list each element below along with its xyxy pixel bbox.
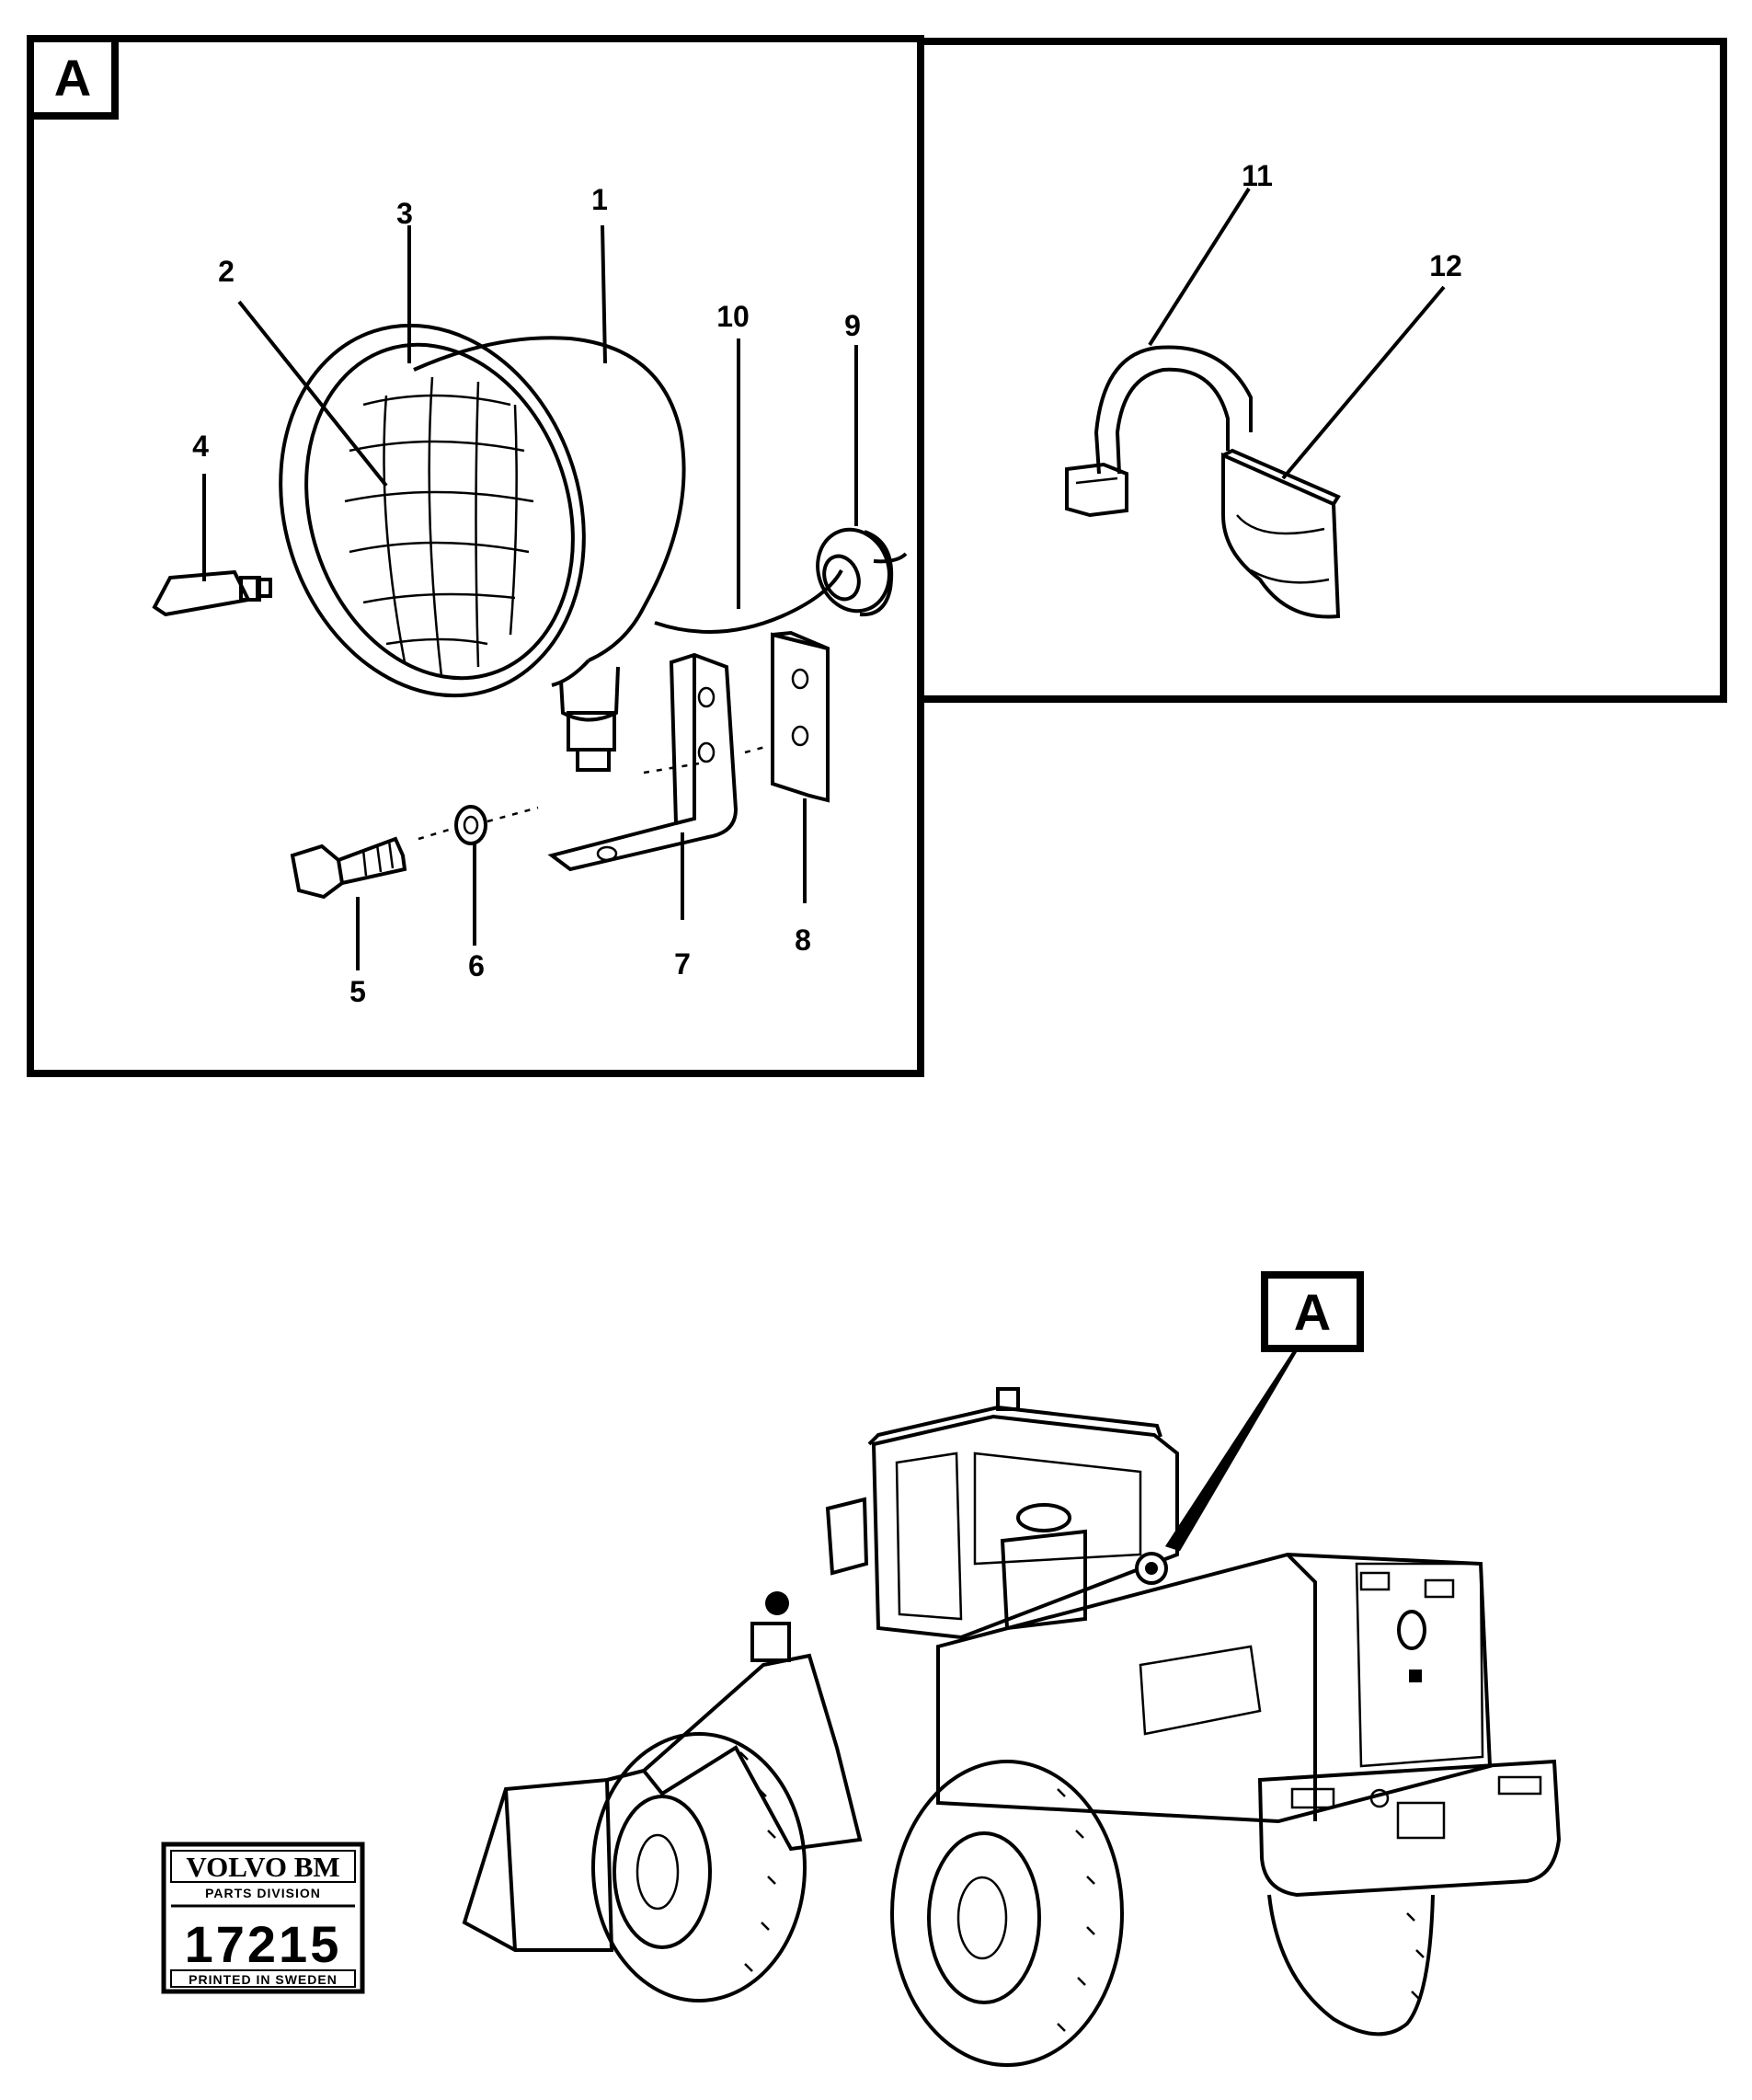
wheel-loader: A bbox=[462, 1271, 1562, 2067]
part-label-9: 9 bbox=[844, 309, 861, 342]
leader-11 bbox=[1148, 187, 1251, 347]
stamp-division: PARTS DIVISION bbox=[205, 1886, 321, 1900]
detail-tag: A bbox=[54, 49, 91, 107]
work-lamp bbox=[279, 323, 908, 772]
loader-bucket bbox=[462, 1777, 614, 1952]
strap bbox=[1065, 345, 1253, 518]
part-label-10: 10 bbox=[716, 300, 750, 333]
volvo-stamp: VOLVO BM PARTS DIVISION 17215 PRINTED IN… bbox=[161, 1842, 365, 1994]
leader-12 bbox=[1281, 285, 1446, 480]
detail-panel-a: A bbox=[27, 35, 924, 1077]
loader-body bbox=[936, 1552, 1493, 1824]
detail-panel-frame bbox=[27, 35, 924, 1077]
lamp-rim bbox=[279, 323, 586, 698]
front-wheel bbox=[591, 1732, 807, 2002]
right-panel-frame bbox=[921, 38, 1727, 703]
part-label-6: 6 bbox=[468, 949, 485, 982]
part-label-7: 7 bbox=[674, 947, 691, 981]
part-label-3: 3 bbox=[396, 197, 413, 230]
part-label-12: 12 bbox=[1429, 249, 1462, 282]
part-label-8: 8 bbox=[795, 924, 811, 957]
part-label-1: 1 bbox=[591, 183, 608, 216]
washer bbox=[418, 805, 539, 845]
loader-counterweight bbox=[1257, 1759, 1562, 1898]
lamp-lens bbox=[344, 376, 534, 677]
spacer-plate bbox=[744, 630, 830, 803]
bolt bbox=[290, 836, 407, 900]
part-label-11: 11 bbox=[1242, 159, 1273, 192]
lamp-cable bbox=[654, 569, 843, 634]
bracket bbox=[547, 652, 739, 872]
part-label-4: 4 bbox=[192, 430, 209, 463]
part-label-2: 2 bbox=[218, 255, 235, 288]
detail-tag-box bbox=[27, 35, 119, 120]
loader-cab bbox=[871, 1414, 1179, 1640]
grommet bbox=[816, 527, 894, 617]
stamp-printed: PRINTED IN SWEDEN bbox=[189, 1972, 338, 1987]
leader-lines bbox=[202, 224, 858, 970]
stamp-number: 17215 bbox=[185, 1915, 342, 1973]
stamp-brand: VOLVO BM bbox=[186, 1851, 339, 1883]
vehicle-tag: A bbox=[1294, 1283, 1331, 1341]
part-label-5: 5 bbox=[349, 975, 366, 1008]
detail-panel-right: 11 12 bbox=[921, 38, 1727, 703]
lamp-housing bbox=[413, 336, 686, 662]
vehicle-tag-box bbox=[1261, 1271, 1364, 1352]
rear-wheel-left bbox=[890, 1760, 1124, 2067]
bulb bbox=[152, 569, 272, 617]
callout-pointer bbox=[1164, 1347, 1299, 1552]
sticker bbox=[1221, 448, 1341, 619]
rear-wheel-right bbox=[1267, 1894, 1435, 2037]
